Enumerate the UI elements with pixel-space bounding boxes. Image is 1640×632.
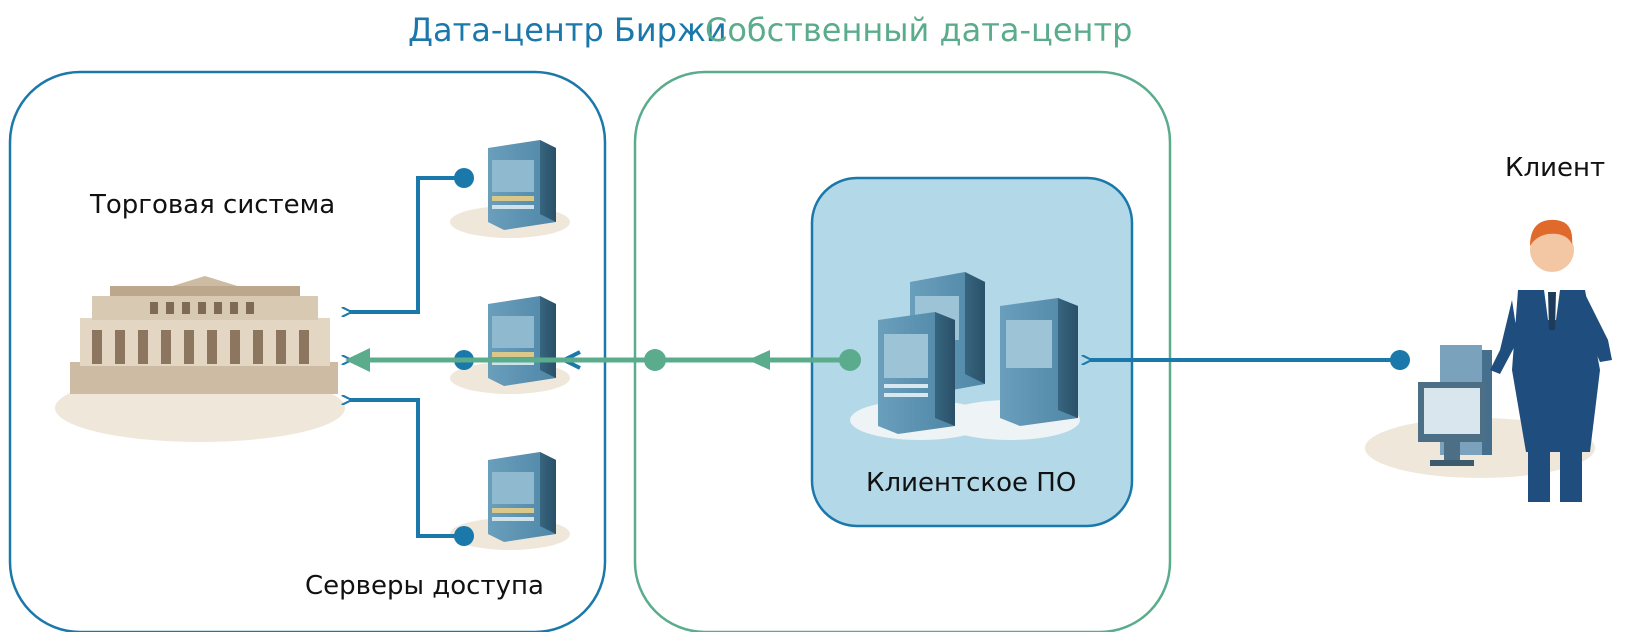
connector-dot — [644, 349, 861, 371]
client-software-label: Клиентское ПО — [866, 468, 1077, 498]
trading-system-label: Торговая система — [90, 190, 336, 220]
connector-dot — [1390, 350, 1410, 370]
access-servers-label: Серверы доступа — [305, 571, 544, 601]
arrow-head-green — [345, 348, 370, 372]
client-person-icon — [1490, 219, 1612, 502]
exchange-dc-title: Дата-центр Биржи — [408, 11, 727, 49]
exchange-datacenter-frame — [8, 70, 607, 632]
own-datacenter-frame — [633, 70, 1172, 632]
server-icon — [450, 452, 570, 550]
exchange-building-icon — [55, 276, 345, 442]
client-label: Клиент — [1505, 153, 1606, 183]
arrow-head-green — [748, 350, 770, 370]
own-dc-title: Собственный дата-центр — [705, 11, 1133, 49]
server-icon — [450, 296, 570, 394]
server-cluster-icon — [850, 272, 1080, 440]
server-icon — [450, 140, 570, 238]
